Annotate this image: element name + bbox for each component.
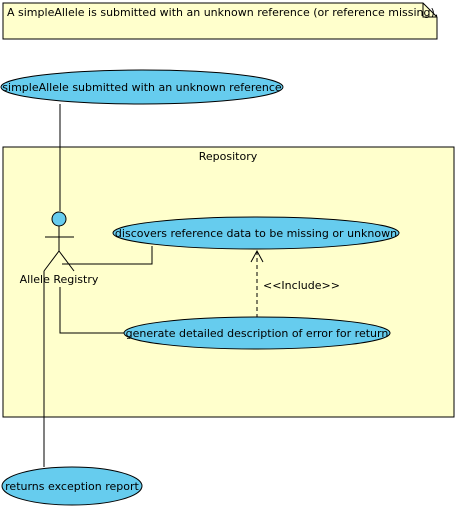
usecase-discovers-reference-shape	[112, 216, 400, 250]
note-text: A simpleAllele is submitted with an unkn…	[7, 6, 438, 19]
usecase-simpleallele-submitted-label: simpleAllele submitted with an unknown r…	[2, 81, 282, 94]
associations: <<Include>>	[43, 104, 340, 467]
actor-generate-association	[59, 287, 124, 334]
usecase-generate-description: generate detailed description of error f…	[123, 316, 391, 350]
note: A simpleAllele is submitted with an unkn…	[2, 2, 438, 40]
system-boundary: Repository	[2, 146, 455, 418]
usecase-discovers-reference-label: discovers reference data to be missing o…	[115, 227, 397, 240]
note-fold	[422, 3, 437, 18]
actor-label: Allele Registry	[20, 273, 99, 286]
actor-allele-registry: Allele Registry	[20, 211, 99, 286]
note-shape	[2, 2, 438, 40]
usecase-discovers-reference: discovers reference data to be missing o…	[112, 216, 400, 250]
usecase-simpleallele-submitted-shape	[0, 69, 284, 105]
include-label: <<Include>>	[263, 279, 340, 292]
actor-left-leg	[43, 250, 60, 272]
actor-head	[51, 211, 67, 227]
usecase-returns-exception-report: returns exception report	[1, 466, 143, 506]
usecase-returns-exception-report-label: returns exception report	[5, 480, 139, 493]
system-boundary-rect	[2, 146, 455, 418]
usecase-simpleallele-submitted: simpleAllele submitted with an unknown r…	[0, 69, 284, 105]
actor-right-leg	[58, 250, 75, 272]
include-arrowhead	[250, 249, 264, 263]
usecase-generate-description-shape	[123, 316, 391, 350]
actor-discover-association	[62, 246, 153, 265]
usecase-returns-exception-report-shape	[1, 466, 143, 506]
usecase-generate-description-label: generate detailed description of error f…	[126, 327, 389, 340]
system-boundary-label: Repository	[199, 150, 258, 163]
